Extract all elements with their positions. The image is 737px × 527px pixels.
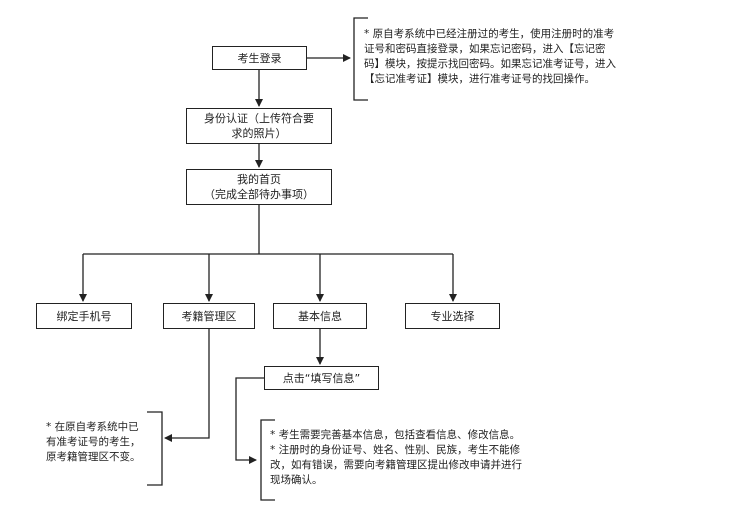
major-label: 专业选择 [430, 309, 475, 323]
login-node: 考生登录 [212, 46, 307, 70]
home-label: 我的首页 （完成全部待办事项） [204, 173, 314, 201]
arrow-fill-to-note [235, 377, 264, 464]
login-note-bracket [353, 17, 368, 101]
home-node: 我的首页 （完成全部待办事项） [186, 169, 332, 205]
registry-note: * 在原自考系统中已 有准考证号的考生， 原考籍管理区不变。 [46, 421, 141, 463]
login-note: * 原自考系统中已经注册过的考生，使用注册时的准考 证号和密码直接登录，如果忘记… [364, 28, 616, 85]
major-node: 专业选择 [405, 303, 500, 329]
registry-note-bracket [147, 411, 163, 486]
registry-label: 考籍管理区 [181, 309, 237, 323]
registry-node: 考籍管理区 [163, 303, 255, 329]
bind-phone-node: 绑定手机号 [36, 303, 132, 329]
identity-verify-label: 身份认证（上传符合要 求的照片） [204, 112, 314, 140]
arrow-registry-to-note [164, 329, 210, 442]
fill-info-label: 点击“填写信息” [282, 371, 361, 385]
info-note: * 考生需要完善基本信息，包括查看信息、修改信息。 * 注册时的身份证号、姓名、… [270, 429, 522, 486]
identity-verify-node: 身份认证（上传符合要 求的照片） [186, 108, 332, 144]
fill-info-node: 点击“填写信息” [264, 366, 379, 390]
bind-phone-label: 绑定手机号 [56, 309, 112, 323]
basic-info-label: 基本信息 [298, 309, 342, 323]
login-label: 考生登录 [237, 51, 282, 65]
basic-info-node: 基本信息 [273, 303, 367, 329]
info-note-bracket [260, 419, 275, 501]
